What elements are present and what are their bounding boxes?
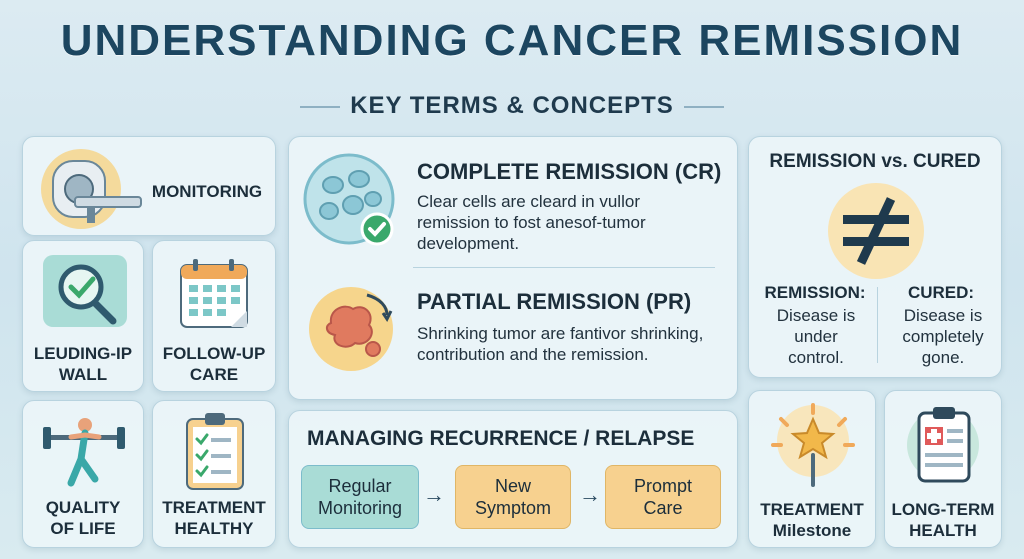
subtitle-row: KEY TERMS & CONCEPTS: [300, 92, 724, 120]
exercise-person-icon: [43, 418, 125, 487]
comparison-divider: [877, 287, 878, 363]
leuding-wall-label: LEUDING-IP WALL: [33, 344, 133, 384]
monitoring-tile: MONITORING: [22, 136, 276, 236]
prompt-care-step: Prompt Care: [605, 465, 721, 529]
not-equal-icon: [828, 183, 924, 279]
cr-text: Clear cells are cleard in vullor remissi…: [417, 192, 646, 253]
shrinking-tumor-icon: [309, 287, 393, 371]
cr-title: COMPLETE REMISSION (CR): [417, 159, 722, 184]
comparison-title: REMISSION vs. CURED: [769, 151, 981, 172]
calendar-icon: [180, 259, 248, 328]
page-title: UNDERSTANDING CANCER REMISSION: [60, 16, 964, 65]
recurrence-title: MANAGING RECURRENCE / RELAPSE: [307, 427, 695, 450]
regular-monitoring-step: Regular Monitoring: [301, 465, 419, 529]
remission-definitions-panel: COMPLETE REMISSION (CR) Clear cells are …: [288, 136, 738, 400]
arrow-right-icon: →: [423, 482, 445, 507]
recurrence-panel: MANAGING RECURRENCE / RELAPSE Regular Mo…: [288, 410, 738, 548]
medical-clipboard-icon: [907, 407, 979, 483]
clipboard-checklist-icon: [186, 413, 244, 490]
new-symptom-step: New Symptom: [455, 465, 571, 529]
long-term-health-tile: LONG-TERM HEALTH: [884, 390, 1002, 548]
pr-title: PARTIAL REMISSION (PR): [417, 289, 692, 314]
section-divider: [413, 267, 715, 268]
star-wand-icon: [771, 403, 855, 487]
quality-of-life-label: QUALITY OF LIFE: [45, 498, 121, 538]
follow-up-tile: FOLLOW-UP CARE: [152, 240, 276, 392]
pr-text: Shrinking tumor are fantivor shrinking, …: [417, 324, 704, 364]
monitoring-label: MONITORING: [151, 182, 263, 201]
follow-up-label: FOLLOW-UP CARE: [162, 344, 266, 384]
arrow-right-icon: →: [579, 482, 601, 507]
remission-vs-cured-panel: REMISSION vs. CURED REMISSION: Disease i…: [748, 136, 1002, 378]
leuding-wall-tile: LEUDING-IP WALL: [22, 240, 144, 392]
mri-scanner-icon: [41, 149, 142, 229]
remission-text: Disease is under control.: [776, 306, 856, 367]
subtitle: KEY TERMS & CONCEPTS: [350, 92, 674, 119]
treatment-milestone-label: TREATMENT Milestone: [760, 500, 864, 540]
remission-label: REMISSION:: [764, 283, 866, 302]
treatment-milestone-tile: TREATMENT Milestone: [748, 390, 876, 548]
cured-label: CURED:: [907, 283, 975, 302]
treatment-healthy-label: TREATMENT HEALTHY: [162, 498, 266, 538]
divider-right: [684, 106, 724, 108]
quality-of-life-tile: QUALITY OF LIFE: [22, 400, 144, 548]
divider-left: [300, 106, 340, 108]
magnifier-check-icon: [43, 255, 127, 327]
clear-cells-icon: [303, 153, 395, 246]
long-term-health-label: LONG-TERM HEALTH: [891, 500, 995, 540]
treatment-healthy-tile: TREATMENT HEALTHY: [152, 400, 276, 548]
cured-text: Disease is completely gone.: [902, 306, 984, 367]
